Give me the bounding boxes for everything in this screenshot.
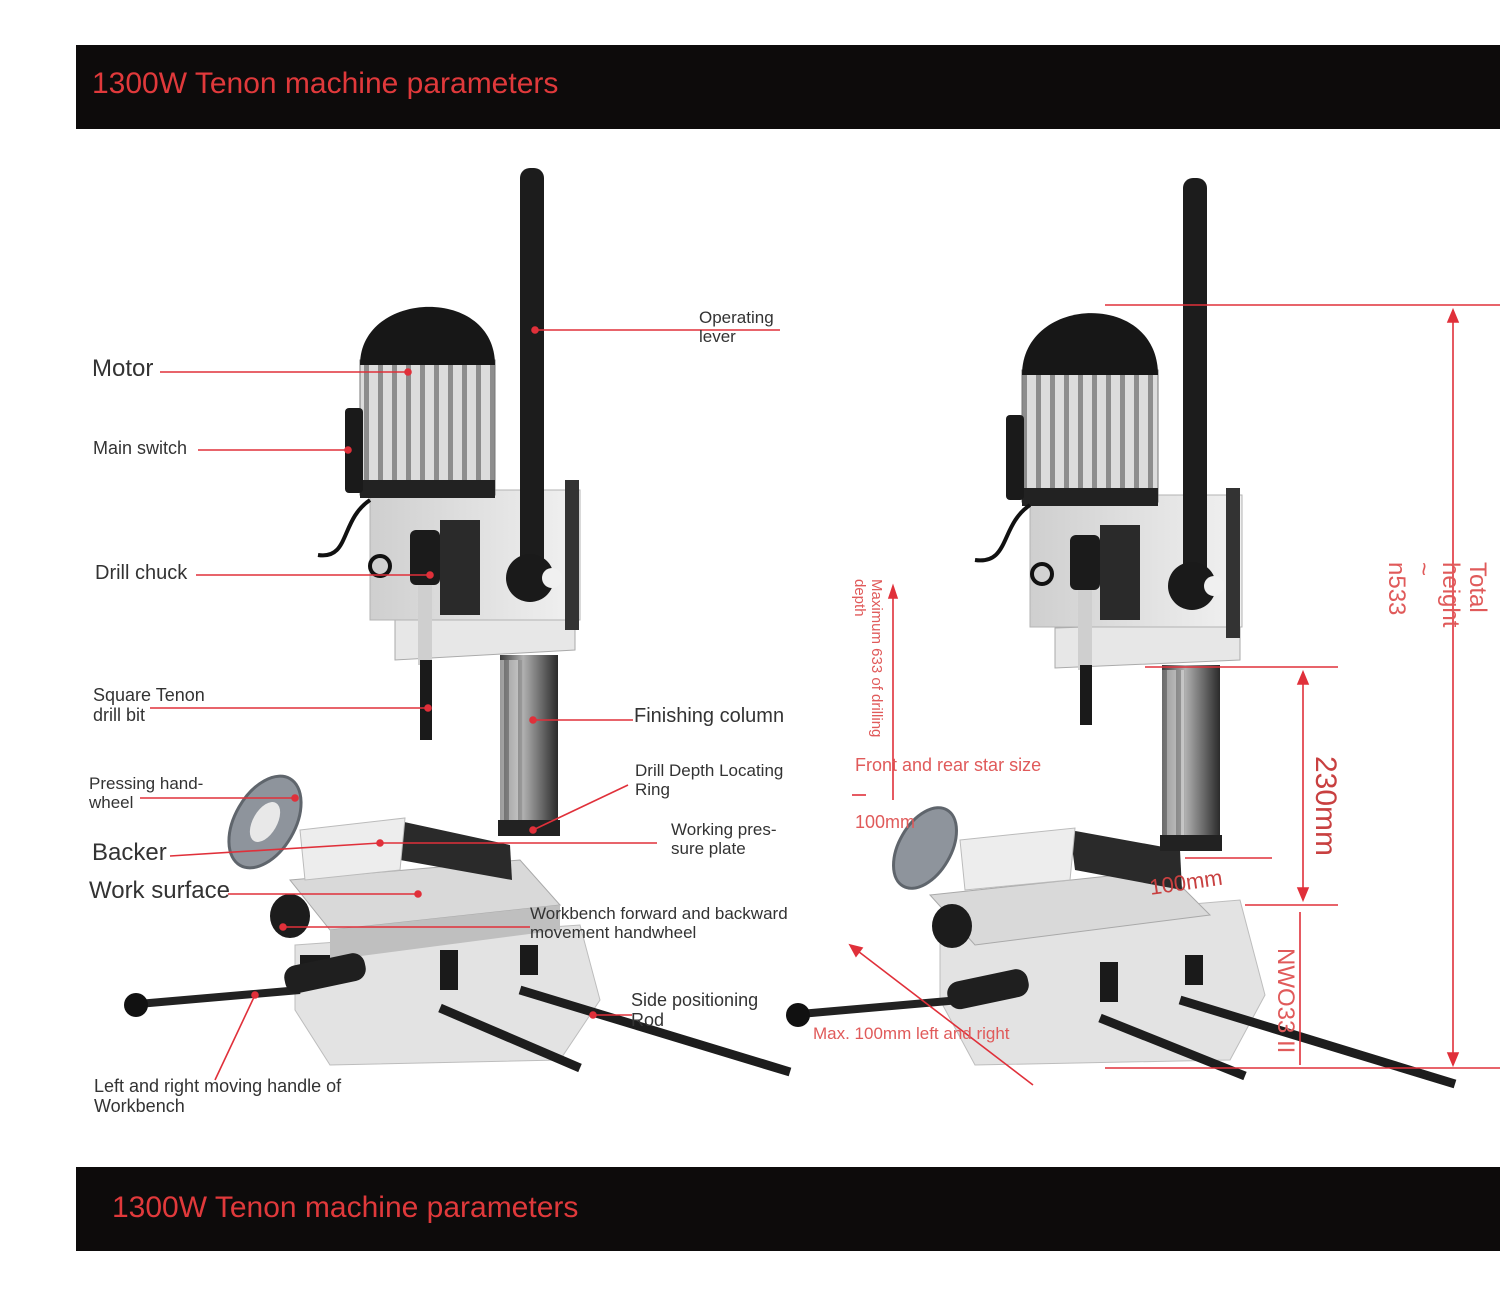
label-backer: Backer [92, 839, 167, 866]
label-operating-lever: Operating lever [699, 308, 774, 347]
footer-banner: 1300W Tenon machine parameters [76, 1167, 1500, 1251]
label-finishing-column: Finishing column [634, 705, 785, 727]
dim-column-height: 230mm [1309, 756, 1342, 857]
label-left-right-handle: Left and right moving handle of Workbenc… [94, 1076, 342, 1117]
label-pressing-handwheel: Pressing hand- wheel [89, 774, 204, 813]
label-motor: Motor [92, 355, 154, 382]
label-workbench-handwheel: Workbench forward and backward movement … [530, 904, 788, 943]
machine-left [124, 168, 792, 1077]
dim-total-height: Total height ~ n533 [1383, 562, 1491, 628]
label-working-pressure-plate: Working pres- sure plate [671, 820, 777, 859]
dim-max-drilling-depth: Maximum 633 of drilling depth [851, 579, 885, 738]
leader-lines [140, 326, 780, 1081]
machine-right [786, 178, 1457, 1089]
dim-front-rear-value: 100mm [855, 812, 916, 832]
label-work-surface: Work surface [89, 877, 230, 904]
dim-base-height: NWO33 II [1272, 948, 1299, 1054]
label-drill-chuck: Drill chuck [95, 562, 188, 584]
label-square-tenon-drill-bit: Square Tenon drill bit [93, 685, 205, 726]
header-banner: 1300W Tenon machine parameters [76, 45, 1500, 129]
label-main-switch: Main switch [93, 438, 188, 458]
dimension-lines [848, 304, 1500, 1086]
label-side-positioning-rod: Side positioning Rod [631, 990, 759, 1031]
banner-title: 1300W Tenon machine parameters [92, 67, 559, 100]
banner-title-bottom: 1300W Tenon machine parameters [112, 1191, 579, 1224]
label-drill-depth-ring: Drill Depth Locating Ring [635, 761, 784, 800]
dim-front-rear-size: Front and rear star size [855, 755, 1042, 775]
dim-left-right-travel: Max. 100mm left and right [813, 1024, 1010, 1043]
